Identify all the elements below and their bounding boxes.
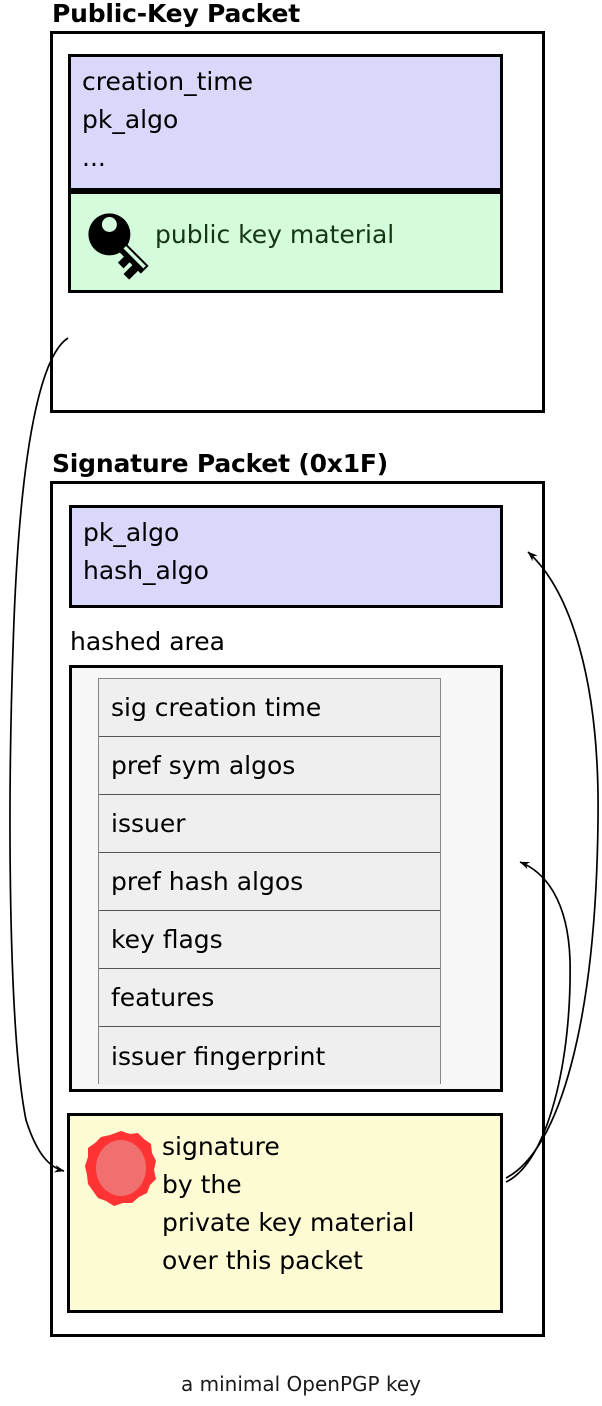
hashed-subpacket-row: pref sym algos (99, 737, 440, 795)
hashed-subpacket-label: key flags (111, 925, 223, 954)
hashed-subpacket-label: sig creation time (111, 693, 322, 722)
hashed-area-label: hashed area (70, 627, 225, 656)
key-icon (88, 213, 149, 280)
public-key-packet-title: Public-Key Packet (52, 0, 301, 28)
hashed-subpacket-label: pref sym algos (111, 751, 296, 780)
public-key-material-label: public key material (155, 220, 395, 249)
hashed-subpacket-row: sig creation time (99, 679, 440, 737)
hashed-subpacket-row: features (99, 969, 440, 1027)
public-key-header-fields: creation_time pk_algo ... (68, 54, 503, 191)
hashed-subpacket-label: issuer (111, 809, 186, 838)
hashed-subpacket-row: pref hash algos (99, 853, 440, 911)
signature-block: signature by the private key material ov… (67, 1113, 503, 1313)
signature-header-fields: pk_algo hash_algo (69, 505, 503, 608)
hashed-subpacket-row: issuer (99, 795, 440, 853)
signature-header-field-text: pk_algo hash_algo (83, 518, 209, 585)
hashed-subpacket-label: pref hash algos (111, 867, 304, 896)
public-key-material-block: public key material (68, 191, 503, 293)
hashed-subpacket-row: issuer fingerprint (99, 1027, 440, 1085)
diagram-caption: a minimal OpenPGP key (181, 1372, 421, 1396)
hashed-subpacket-label: issuer fingerprint (111, 1041, 326, 1071)
hashed-subpacket-list: sig creation time pref sym algos issuer pre… (98, 678, 441, 1085)
hashed-subpacket-row: key flags (99, 911, 440, 969)
hashed-subpacket-label: features (111, 983, 215, 1012)
public-key-header-field-text: creation_time pk_algo ... (82, 67, 254, 172)
signature-packet-title: Signature Packet (0x1F) (52, 449, 389, 478)
wax-seal-icon (85, 1131, 156, 1206)
signature-description: signature by the private key material ov… (162, 1132, 415, 1275)
